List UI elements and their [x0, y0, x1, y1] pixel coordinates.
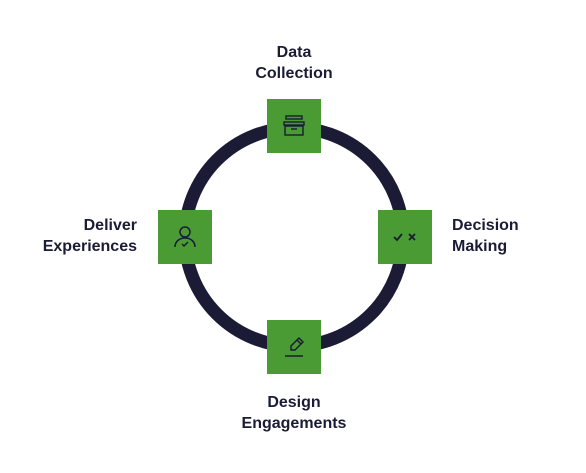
- label-line-2: Making: [452, 238, 508, 255]
- node-design-engagements: [267, 320, 321, 374]
- label-line-1: Design: [267, 394, 321, 411]
- node-data-collection: [267, 99, 321, 153]
- label-line-1: Deliver: [83, 217, 137, 234]
- label-line-1: Data: [276, 44, 312, 61]
- user-check-icon: [172, 224, 198, 250]
- label-line-2: Engagements: [241, 415, 347, 432]
- check-cross-icon: [392, 230, 418, 244]
- label-decision-making: Decision Making: [452, 215, 519, 257]
- label-line-1: Decision: [452, 217, 519, 234]
- label-line-2: Experiences: [42, 238, 137, 255]
- node-decision-making: [378, 210, 432, 264]
- label-data-collection: Data Collection: [234, 42, 354, 84]
- archive-box-icon: [281, 113, 307, 139]
- label-design-engagements: Design Engagements: [224, 392, 364, 434]
- label-line-2: Collection: [255, 65, 333, 82]
- node-deliver-experiences: [158, 210, 212, 264]
- label-deliver-experiences: Deliver Experiences: [20, 215, 137, 257]
- pen-edit-icon: [281, 334, 307, 360]
